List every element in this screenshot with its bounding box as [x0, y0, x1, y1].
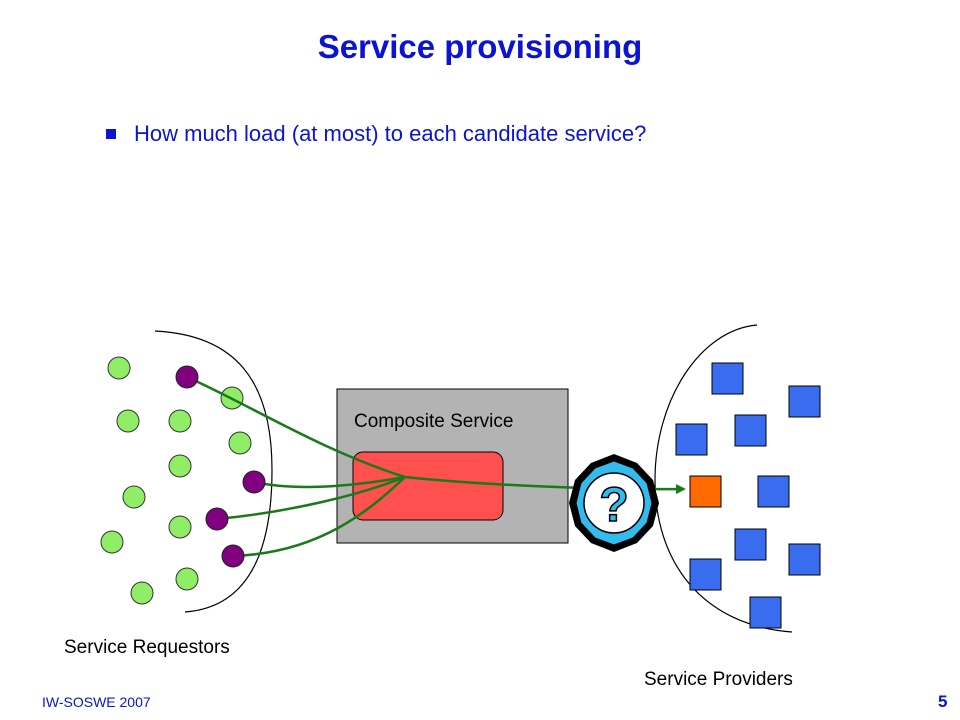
provider-node: [788, 385, 821, 418]
flow-arrow: [232, 476, 406, 558]
composite-service-label: Composite Service: [354, 411, 514, 432]
provider-node: [675, 423, 708, 456]
active-requestor-node: [221, 544, 245, 568]
provider-node: [734, 414, 767, 447]
requestors-bracket: [154, 330, 273, 613]
requestor-node: [175, 567, 199, 591]
page-number: 5: [938, 692, 948, 711]
provider-node: [749, 596, 782, 629]
requestor-node: [228, 431, 252, 455]
footer-conference: IW-SOSWE 2007: [42, 694, 151, 710]
service-providers-label: Service Providers: [644, 669, 793, 690]
flow-arrow: [253, 475, 406, 489]
question-mark: ?: [599, 479, 628, 532]
bullet-text: How much load (at most) to each candidat…: [134, 121, 647, 146]
page-title: Service provisioning: [317, 28, 643, 65]
provider-node: [788, 543, 821, 576]
composite-core: [352, 451, 504, 521]
requestor-node: [116, 409, 140, 433]
active-requestor-node: [242, 470, 266, 494]
requestor-node: [107, 356, 131, 380]
provider-node: [734, 528, 767, 561]
requestor-node: [122, 485, 146, 509]
requestor-node: [168, 409, 192, 433]
requestor-node: [100, 530, 124, 554]
requestor-node: [130, 581, 154, 605]
provider-node: [757, 475, 790, 508]
active-requestor-node: [205, 507, 229, 531]
square-bullet-icon: [106, 129, 116, 139]
provider-node: [689, 558, 722, 591]
service-requestors-label: Service Requestors: [64, 637, 230, 658]
service-providers: [675, 362, 821, 629]
flow-arrow: [186, 375, 406, 479]
flow-arrow: [216, 475, 406, 521]
providers-bracket: [654, 324, 793, 633]
question-badge-icon: ?: [569, 454, 659, 552]
requestor-node: [168, 454, 192, 478]
requestor-node: [168, 515, 192, 539]
active-requestors: [175, 365, 266, 568]
bullet-item: How much load (at most) to each candidat…: [106, 121, 646, 147]
idle-requestors: [100, 356, 252, 605]
provider-node: [711, 362, 744, 395]
active-requestor-node: [175, 365, 199, 389]
selected-provider-node: [689, 475, 722, 508]
